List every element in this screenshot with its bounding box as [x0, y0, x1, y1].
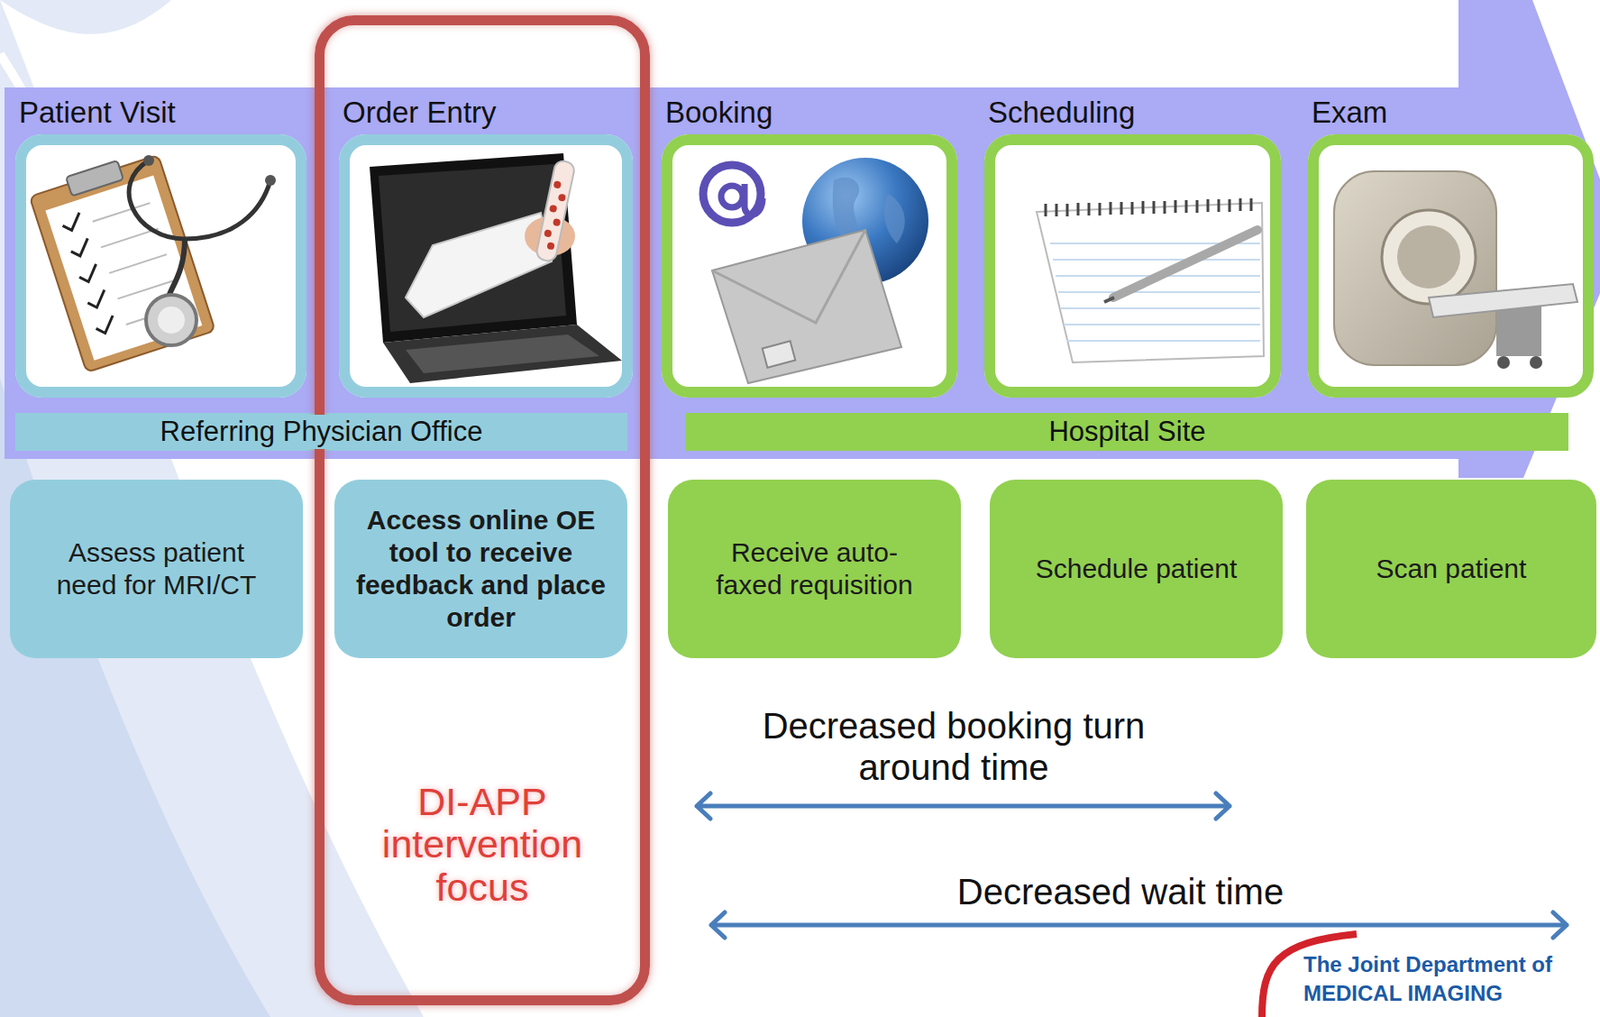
logo-text: The Joint Department of	[1303, 951, 1597, 978]
stage-heading: Booking	[661, 94, 958, 131]
step-box: Assess patient need for MRI/CT	[9, 479, 303, 659]
mri-scanner-icon	[1397, 225, 1461, 289]
location-band: Referring Physician Office	[15, 412, 628, 451]
focus-label: DI-APP intervention focus	[347, 780, 618, 909]
background-swoosh	[0, 0, 172, 35]
clipboard-stethoscope-icon	[143, 155, 155, 166]
clipboard-stethoscope-icon	[29, 155, 216, 373]
logo-text-holder: The Joint Department of	[1303, 951, 1597, 978]
stage-tile: Booking	[661, 94, 958, 398]
step-box: Schedule patient	[989, 479, 1283, 659]
laptop-hand-icon	[369, 153, 577, 343]
focus-outline: DI-APP intervention focus Order EntryAcce…	[314, 15, 650, 1006]
mri-scanner-icon	[1428, 283, 1578, 318]
band-label: Hospital Site	[1042, 414, 1211, 449]
mri-scanner-icon	[1497, 356, 1510, 369]
laptop-hand-icon	[405, 334, 600, 374]
mri-scanner-icon	[1529, 356, 1543, 369]
email-globe-icon	[744, 183, 763, 215]
laptop-hand-icon	[553, 180, 562, 189]
notebook-pen-icon	[1104, 297, 1115, 302]
image-tile-frame	[338, 134, 633, 398]
email-globe-icon	[712, 229, 866, 323]
image-tile-frame	[661, 134, 958, 398]
span-label-holder: Decreased booking turn around time	[701, 704, 1207, 788]
email-globe-icon	[703, 157, 929, 384]
stage-heading: Exam	[1307, 94, 1594, 131]
email-globe-icon	[884, 193, 906, 244]
email-globe-icon	[832, 177, 860, 240]
notebook-pen-icon	[1050, 243, 1261, 341]
stage-tile: Exam	[1307, 94, 1594, 398]
logo-text-holder: MEDICAL IMAGING	[1303, 980, 1597, 1006]
clipboard-stethoscope-icon	[168, 238, 185, 302]
band-label: Referring Physician Office	[155, 414, 489, 449]
laptop-hand-icon	[383, 324, 622, 384]
mri-scanner-icon	[1334, 171, 1497, 366]
laptop-hand-icon	[535, 159, 576, 263]
process-arrow-band	[4, 0, 1600, 478]
clipboard-stethoscope-icon	[146, 294, 197, 346]
laptop-hand-icon	[369, 153, 622, 384]
span-label: Decreased wait time	[850, 870, 1391, 913]
span-arrows	[696, 793, 1567, 938]
background-swoosh	[0, 378, 271, 1017]
laptop-hand-icon	[543, 228, 552, 238]
email-globe-icon	[712, 229, 902, 384]
mri-scanner-icon	[1334, 171, 1578, 369]
step-label: Receive auto-faxed requisition	[702, 536, 928, 602]
laptop-hand-icon	[535, 159, 576, 263]
image-tile-ground	[338, 134, 633, 398]
image-tile-frame	[984, 134, 1281, 398]
image-tile-ground	[984, 134, 1281, 398]
span-arrows	[711, 912, 1567, 938]
step-label: Assess patient need for MRI/CT	[44, 536, 270, 602]
image-tile-ground	[15, 134, 307, 398]
stage-tile: Scheduling	[984, 94, 1281, 398]
image-tile-ground	[1307, 134, 1594, 398]
step-label: Access online OE tool to receive feedbac…	[346, 503, 617, 634]
email-globe-icon	[762, 340, 796, 368]
notebook-pen-icon	[1036, 202, 1264, 363]
laptop-hand-icon	[552, 218, 561, 227]
clipboard-stethoscope-icon	[128, 160, 271, 239]
notebook-pen-icon	[1113, 229, 1258, 298]
mri-scanner-icon	[1496, 306, 1542, 357]
step-box: Receive auto-faxed requisition	[667, 479, 961, 659]
notebook-pen-icon	[1036, 198, 1264, 363]
location-band: Hospital Site	[685, 412, 1569, 451]
clipboard-stethoscope-icon	[45, 174, 202, 360]
clipboard-stethoscope-icon	[27, 147, 276, 373]
step-box: Access online OE tool to receive feedbac…	[334, 479, 628, 659]
step-label: Schedule patient	[1035, 552, 1238, 586]
mri-scanner-icon	[1381, 210, 1476, 304]
stage-heading: Scheduling	[984, 94, 1281, 131]
clipboard-stethoscope-icon	[265, 174, 276, 186]
stage-tile: Order Entry	[338, 94, 633, 398]
image-tile-ground	[661, 134, 958, 398]
stage-heading: Order Entry	[338, 94, 633, 131]
clipboard-stethoscope-icon	[60, 212, 118, 336]
stage-tile: Patient Visit	[15, 94, 307, 398]
clipboard-stethoscope-icon	[27, 147, 215, 373]
laptop-hand-icon	[546, 241, 555, 250]
clipboard-stethoscope-icon	[65, 160, 124, 196]
image-tile-frame	[1307, 134, 1594, 398]
image-tile-frame	[15, 134, 307, 398]
span-label: Decreased booking turn around time	[701, 704, 1207, 788]
laptop-hand-icon	[557, 192, 567, 202]
laptop-hand-icon	[548, 204, 558, 213]
clipboard-stethoscope-icon	[157, 306, 185, 334]
step-box: Scan patient	[1306, 479, 1597, 659]
step-label: Scan patient	[1376, 552, 1527, 586]
stage-heading: Patient Visit	[15, 94, 307, 131]
notebook-pen-icon	[1045, 198, 1252, 217]
span-label-holder: Decreased wait time	[850, 870, 1391, 913]
logo-text: MEDICAL IMAGING	[1303, 980, 1597, 1006]
span-arrows	[696, 793, 1230, 819]
image-tile-ground	[15, 134, 1594, 398]
email-globe-icon	[721, 185, 743, 208]
